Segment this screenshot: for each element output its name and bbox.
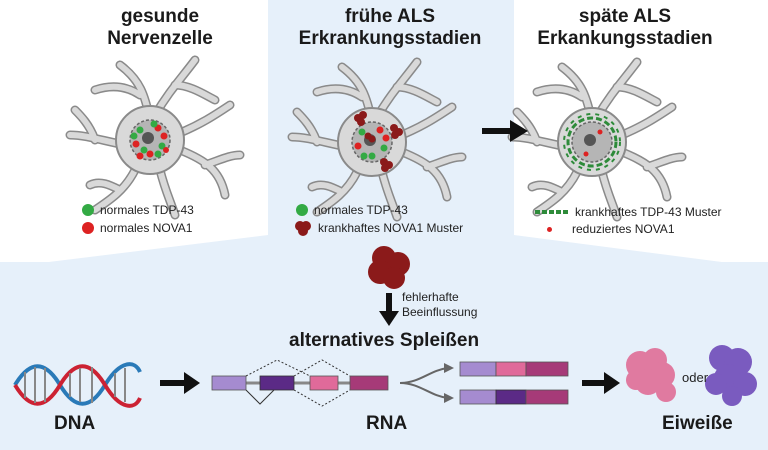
healthy-protein-dots xyxy=(130,120,169,160)
title-early-als: frühe ALS Erkrankungsstadien xyxy=(298,6,482,49)
rna-label: RNA xyxy=(366,413,408,434)
nova1-aggregate-icon xyxy=(368,246,410,289)
late-als-neuron xyxy=(512,62,682,217)
title-late-als: späte ALS Erkankungsstadien xyxy=(537,6,713,49)
legend-early-nova1: krankhaftes NOVA1 Muster xyxy=(294,220,463,236)
arrow-early-to-late xyxy=(482,120,528,142)
aggregate-icon xyxy=(295,221,311,236)
pre-mrna xyxy=(211,359,389,407)
legend-late-nova1: reduziertes NOVA1 xyxy=(547,222,675,236)
split-arrows xyxy=(399,363,454,403)
green-dot-icon xyxy=(296,204,308,216)
protein-purple-icon xyxy=(705,345,757,406)
legend-early-tdp43: normales TDP-43 xyxy=(296,203,408,217)
early-als-neuron xyxy=(292,62,462,217)
healthy-neuron xyxy=(70,60,240,215)
dna-helix-icon xyxy=(13,362,142,408)
title-healthy-neuron: gesunde Nervenzelle xyxy=(107,6,213,49)
legend-late-tdp43: krankhaftes TDP-43 Muster xyxy=(535,205,722,219)
mrna-variant-2 xyxy=(459,389,569,405)
dashed-green-line-icon xyxy=(535,210,569,214)
arrow-dna-to-rna xyxy=(160,372,200,394)
influence-label: fehlerhafte Beeinflussung xyxy=(402,290,478,319)
protein-label: Eiweiße xyxy=(662,413,733,434)
red-dot-icon xyxy=(82,222,94,234)
dna-label: DNA xyxy=(54,413,96,434)
arrow-rna-to-protein xyxy=(582,372,620,394)
legend-healthy-tdp43: normales TDP-43 xyxy=(82,203,194,217)
green-dot-icon xyxy=(82,204,94,216)
or-label: oder xyxy=(682,370,709,385)
arrow-down xyxy=(379,293,399,326)
small-red-dot-icon xyxy=(547,226,552,232)
legend-healthy-nova1: normales NOVA1 xyxy=(82,221,192,235)
protein-pink-icon xyxy=(626,348,676,402)
splicing-title: alternatives Spleißen xyxy=(289,330,480,351)
mrna-variant-1 xyxy=(459,361,569,377)
